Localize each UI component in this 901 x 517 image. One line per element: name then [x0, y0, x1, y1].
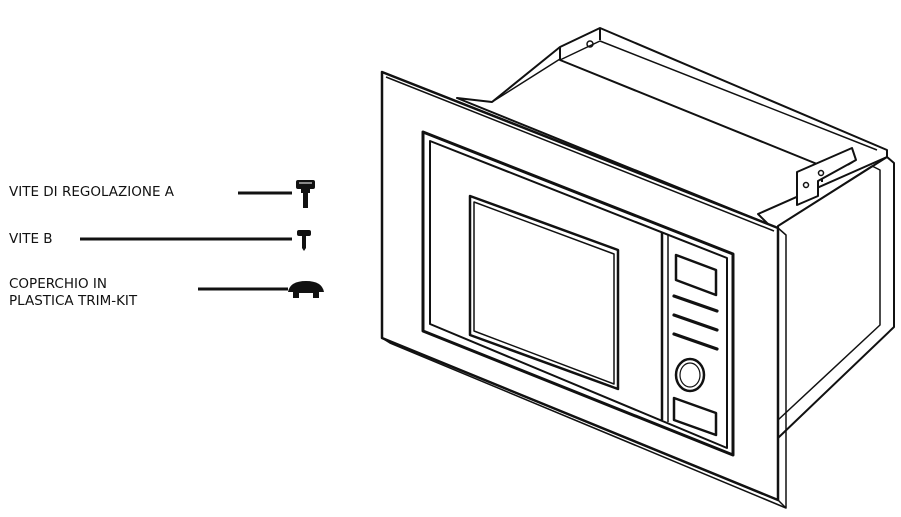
- thumb-screw-icon: [296, 180, 315, 208]
- door-release-button: [672, 396, 718, 437]
- housing-side: [777, 156, 895, 439]
- control-dial: [674, 357, 706, 393]
- built-in-microwave-icon: [380, 27, 895, 509]
- label-cap-line1: COPERCHIO IN: [9, 276, 107, 292]
- plastic-cap-icon: [288, 281, 324, 298]
- screw-icon: [297, 230, 311, 251]
- display: [674, 253, 718, 297]
- door: [421, 130, 735, 457]
- label-screw-b-text: VITE B: [9, 231, 53, 247]
- label-screw-a-text: VITE DI REGOLAZIONE A: [9, 184, 175, 200]
- leader-lines: [80, 191, 292, 291]
- label-screw-a: VITE DI REGOLAZIONE A: [9, 184, 174, 201]
- mounting-bracket: [796, 147, 857, 206]
- label-screw-b: VITE B: [9, 231, 53, 248]
- label-cap: COPERCHIO IN PLASTICA TRIM-KIT: [9, 276, 137, 310]
- housing-top: [456, 27, 888, 225]
- door-window: [468, 194, 620, 391]
- control-buttons: [672, 294, 719, 351]
- label-cap-line2: PLASTICA TRIM-KIT: [9, 293, 138, 309]
